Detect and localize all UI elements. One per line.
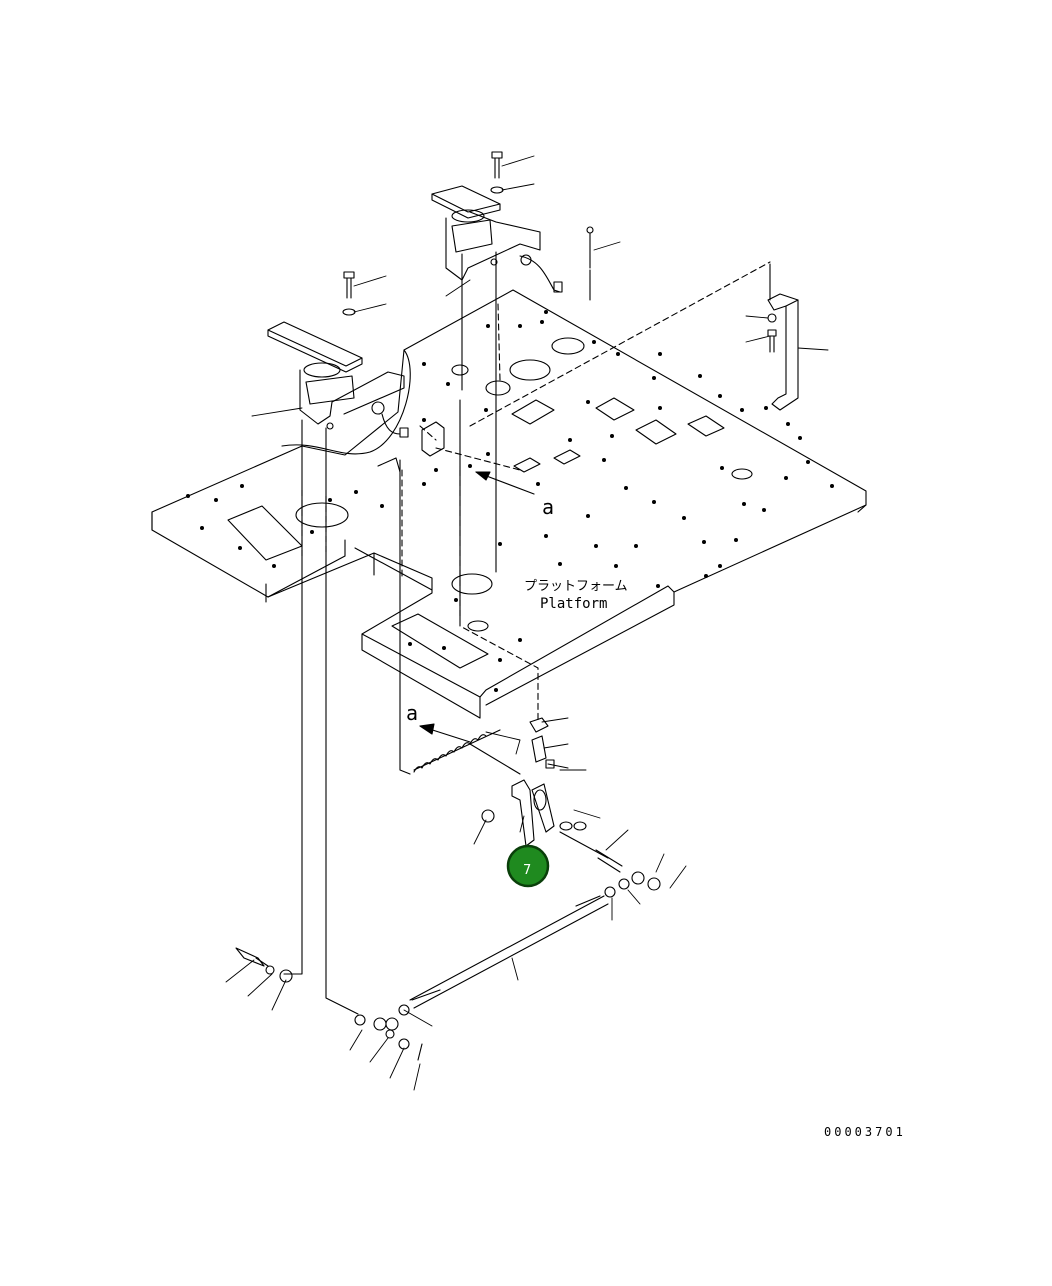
section-mark-upper: a bbox=[542, 495, 554, 519]
drawing-number: 00003701 bbox=[824, 1125, 906, 1139]
section-mark-lower: a bbox=[406, 701, 418, 725]
callout-circle bbox=[506, 844, 550, 888]
upper-pedal-assembly bbox=[431, 151, 594, 293]
platform-plate bbox=[151, 289, 867, 719]
linkage bbox=[235, 717, 661, 1061]
leader-lines bbox=[225, 155, 829, 1091]
platform-label-jp: プラットフォーム bbox=[524, 579, 628, 594]
hidden-lines bbox=[301, 261, 771, 721]
right-bracket bbox=[767, 293, 799, 411]
mounting-holes bbox=[186, 310, 834, 692]
platform-label-en: Platform bbox=[540, 596, 607, 612]
section-arrows bbox=[419, 471, 535, 743]
callout-number: 7 bbox=[523, 863, 531, 878]
assembly-lines bbox=[281, 251, 771, 1015]
lower-pedal-assembly bbox=[267, 271, 409, 438]
callout-badge-7[interactable]: 7 bbox=[506, 844, 550, 888]
